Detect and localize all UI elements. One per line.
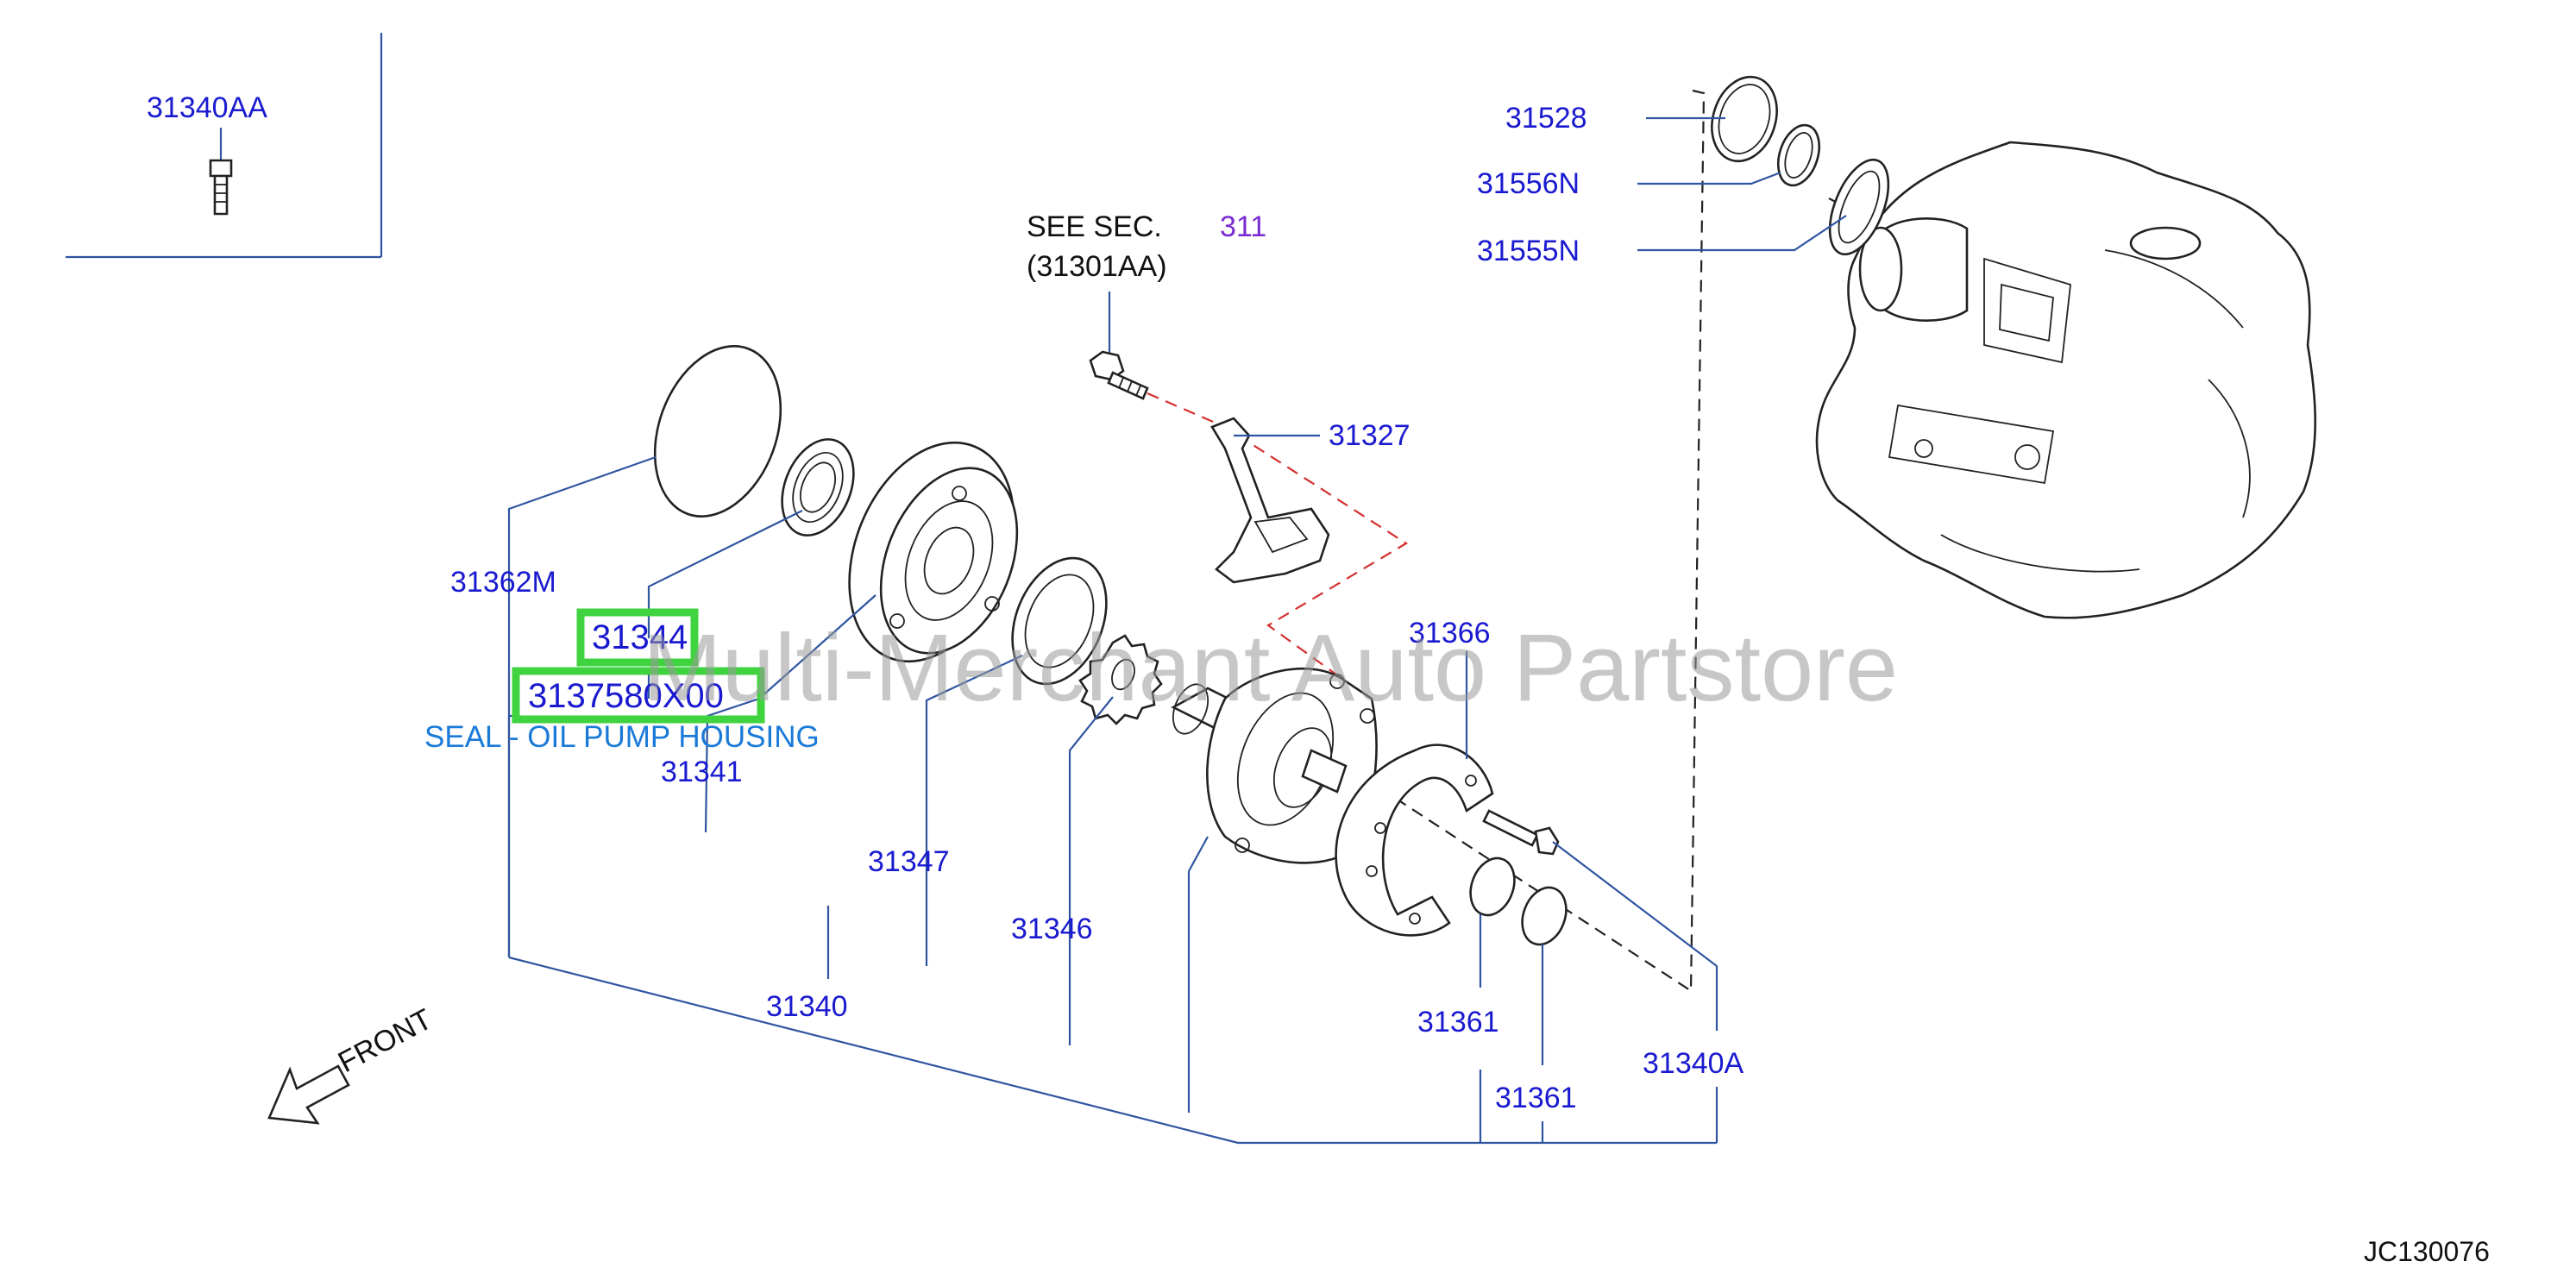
bearing-31555n-icon <box>1828 158 1890 256</box>
red-dash-path <box>1147 392 1409 682</box>
pump-body-icon <box>1171 667 1378 864</box>
outer-gear-31347-icon <box>1011 556 1108 686</box>
label-31346[interactable]: 31346 <box>1011 913 1093 945</box>
label-31555n[interactable]: 31555N <box>1477 235 1580 267</box>
label-31340a[interactable]: 31340A <box>1643 1047 1744 1080</box>
inner-gear-31346-icon <box>1078 634 1163 725</box>
see-section-link[interactable]: 311 <box>1220 210 1266 243</box>
label-31361-a[interactable]: 31361 <box>1417 1006 1499 1038</box>
label-3137580x00[interactable]: 3137580X00 <box>528 677 724 715</box>
transmission-case-icon <box>1815 141 2317 619</box>
watermark: Multi-Merchant Auto Partstore <box>643 615 1898 721</box>
case-dash-line <box>1345 89 1880 993</box>
highlight-box-3137580x00 <box>512 667 765 724</box>
seal-31344-icon <box>781 438 855 536</box>
bracket-31327-icon <box>1210 417 1330 584</box>
label-31366[interactable]: 31366 <box>1409 617 1491 649</box>
oring-31362m-icon <box>653 345 782 518</box>
label-31340[interactable]: 31340 <box>766 990 848 1023</box>
label-31327[interactable]: 31327 <box>1329 419 1411 452</box>
label-31344[interactable]: 31344 <box>592 618 688 656</box>
diagram-code: JC130076 <box>2364 1236 2490 1267</box>
seal-31528-icon <box>1711 75 1778 163</box>
leader-lines <box>507 116 1847 1145</box>
oring-31361-b-icon <box>1521 886 1568 946</box>
label-31340aa[interactable]: 31340AA <box>147 91 267 124</box>
bolt-31340aa-icon <box>209 128 233 216</box>
bolt-31301aa-icon <box>1089 292 1149 400</box>
bolt-31340a-icon <box>1482 809 1560 856</box>
label-31528[interactable]: 31528 <box>1505 102 1587 135</box>
highlight-box-31344 <box>576 608 699 667</box>
label-31361-b[interactable]: 31361 <box>1495 1082 1577 1114</box>
oring-31361-a-icon <box>1469 856 1516 917</box>
see-section-ref: (31301AA) <box>1027 250 1167 283</box>
see-section-prefix: SEE SEC. <box>1027 210 1162 243</box>
label-31347[interactable]: 31347 <box>868 845 950 878</box>
front-arrow-icon <box>267 1064 350 1125</box>
label-31341[interactable]: 31341 <box>661 756 743 788</box>
label-31556n[interactable]: 31556N <box>1477 167 1580 200</box>
pump-housing-31341-icon <box>848 441 1019 663</box>
label-31362m[interactable]: 31362M <box>450 566 556 599</box>
front-label: FRONT <box>333 1003 437 1080</box>
ring-31556n-icon <box>1777 123 1820 187</box>
inset-frame <box>66 33 383 259</box>
gasket-31366-icon <box>1335 744 1494 937</box>
part-description: SEAL - OIL PUMP HOUSING <box>424 720 820 754</box>
